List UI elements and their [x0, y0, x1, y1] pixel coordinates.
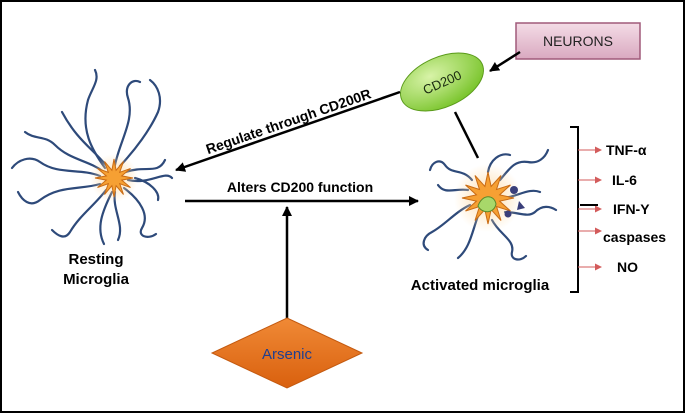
cd200-node: CD200: [400, 52, 484, 112]
alters-label: Alters CD200 function: [227, 179, 373, 195]
activated-granule: [504, 210, 512, 218]
neurons-box-shape: [515, 22, 641, 60]
arsenic-diamond: [210, 317, 364, 389]
activated-receptor: [477, 196, 497, 213]
activated-label: Activated microglia: [411, 277, 550, 294]
neurons-label: NEURONS: [543, 33, 613, 49]
resting-process: [23, 130, 106, 174]
output-ifn-y: IFN-Y: [613, 201, 650, 217]
arsenic-node: Arsenic: [210, 317, 364, 389]
activated-process: [428, 160, 474, 182]
resting-label-line2: Microglia: [63, 271, 130, 288]
resting-microglia-body: [94, 158, 134, 198]
activated-process: [490, 218, 528, 261]
neurons-to-cd200-arrow: [489, 50, 521, 73]
resting-process: [10, 157, 102, 178]
resting-process: [50, 188, 108, 238]
resting-process: [113, 79, 142, 167]
arsenic-label: Arsenic: [262, 346, 313, 363]
activated-granule: [517, 201, 525, 210]
resting-process: [84, 68, 107, 170]
regulate-arrow: [175, 90, 401, 172]
neurons-box: NEURONS: [515, 22, 641, 60]
activated-granule: [510, 186, 518, 194]
output-tnf-alpha: TNF-α: [606, 142, 647, 158]
cd200-ellipse: [400, 52, 484, 112]
cd200-to-activated-line: [453, 111, 480, 159]
output-arrows: [578, 146, 602, 271]
output-no: NO: [617, 259, 638, 275]
resting-process: [118, 78, 162, 168]
resting-process: [16, 182, 102, 205]
output-caspases: caspases: [603, 229, 666, 245]
output-il-6: IL-6: [612, 172, 637, 188]
resting-process: [133, 176, 160, 202]
resting-label-line1: Resting: [68, 251, 123, 268]
resting-process: [122, 186, 158, 238]
resting-microglia-cell: [10, 68, 174, 246]
